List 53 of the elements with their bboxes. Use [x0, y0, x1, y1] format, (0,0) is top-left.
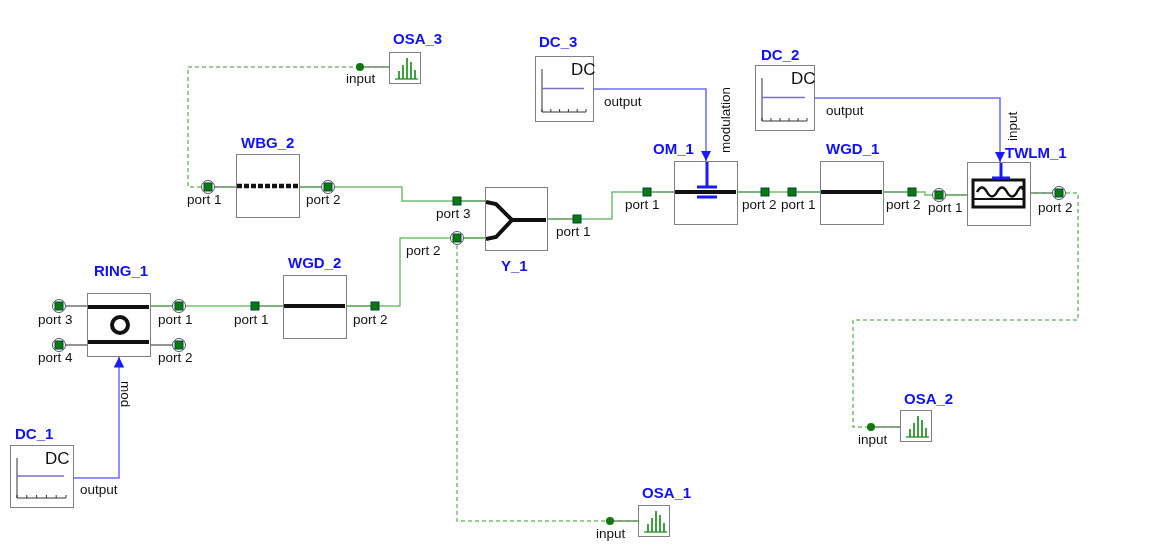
port-label: port 1	[781, 197, 816, 212]
port-label: port 1	[556, 224, 591, 239]
port-label: port 4	[38, 350, 73, 365]
component-name: OSA_1	[642, 485, 692, 501]
component-name: OM_1	[653, 141, 694, 157]
component-name: DC_1	[15, 426, 54, 442]
component-name: WGD_2	[288, 255, 342, 271]
port-label: port 2	[306, 192, 341, 207]
port-label: port 1	[625, 197, 660, 212]
component-name: DC_3	[539, 34, 578, 50]
dashed-connector	[852, 192, 1079, 428]
component-name: OSA_2	[904, 391, 954, 407]
port-label: port 1	[158, 312, 193, 327]
port-label: output	[826, 103, 864, 118]
signal-type-label: DC	[571, 61, 596, 79]
port-label: port 2	[158, 350, 193, 365]
port-label: port 1	[928, 200, 963, 215]
port-label: input	[1005, 111, 1020, 141]
port-label: port 2	[353, 312, 388, 327]
connector	[547, 191, 675, 220]
signal-type-label: DC	[791, 70, 816, 88]
port-label: modulation	[718, 86, 733, 153]
component-name: DC_2	[761, 47, 800, 63]
port-label: port 2	[1038, 200, 1073, 215]
port-label: output	[80, 482, 118, 497]
connector	[737, 191, 821, 193]
arrow	[593, 88, 712, 162]
port-label: port 2	[886, 197, 921, 212]
arrow	[814, 97, 1006, 163]
port-label: output	[604, 94, 642, 109]
component-name: TWLM_1	[1005, 145, 1067, 161]
connector	[883, 191, 968, 196]
port-label: port 1	[187, 192, 222, 207]
arrow	[73, 356, 125, 479]
port-label: port 3	[436, 206, 471, 221]
dashed-connector	[456, 237, 639, 522]
port-label: input	[858, 432, 888, 447]
component-name: Y_1	[501, 258, 528, 274]
dashed-connector	[187, 66, 390, 188]
component-name: WGD_1	[826, 141, 880, 157]
component-name: WBG_2	[241, 135, 295, 151]
port-label: port 1	[234, 312, 269, 327]
port-label: input	[596, 526, 626, 541]
port-label: mod	[118, 381, 133, 408]
connector	[299, 186, 486, 202]
component-name: RING_1	[94, 263, 149, 279]
signal-type-label: DC	[45, 450, 70, 468]
port-label: input	[346, 71, 376, 86]
port-label: port 2	[406, 243, 441, 258]
connector	[150, 305, 284, 307]
port-label: port 2	[742, 197, 777, 212]
component-name: OSA_3	[393, 31, 443, 47]
port-label: port 3	[38, 312, 73, 327]
